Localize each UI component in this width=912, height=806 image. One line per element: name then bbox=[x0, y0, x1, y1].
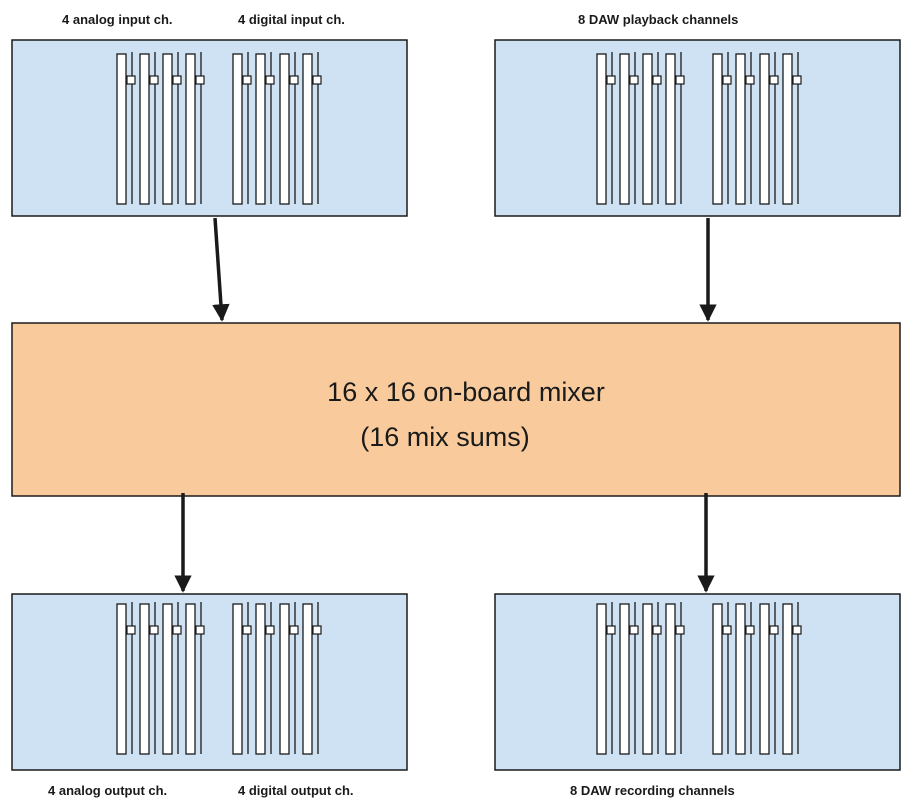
fader-slot bbox=[139, 53, 150, 205]
fader-slot bbox=[782, 53, 793, 205]
label-digital-output: 4 digital output ch. bbox=[238, 783, 354, 798]
fader-knob bbox=[629, 625, 639, 635]
fader-slot bbox=[642, 53, 653, 205]
daw-recording-box bbox=[494, 593, 901, 771]
fader-slot bbox=[665, 603, 676, 755]
fader-slot bbox=[116, 603, 127, 755]
fader-slot bbox=[279, 53, 290, 205]
fader-knob bbox=[606, 625, 616, 635]
fader-knob bbox=[745, 75, 755, 85]
fader-slot bbox=[759, 603, 770, 755]
fader-slot bbox=[596, 53, 607, 205]
fader-knob bbox=[312, 625, 322, 635]
daw-playback-box bbox=[494, 39, 901, 217]
playback-fader-bank bbox=[596, 52, 802, 205]
fader-slot bbox=[712, 603, 723, 755]
fader-slot bbox=[619, 53, 630, 205]
fader-knob bbox=[289, 625, 299, 635]
fader-knob bbox=[652, 625, 662, 635]
fader-slot bbox=[139, 603, 150, 755]
fader-slot bbox=[185, 53, 196, 205]
fader-slot bbox=[255, 603, 266, 755]
label-daw-recording: 8 DAW recording channels bbox=[570, 783, 735, 798]
arrow-inputs-to-mixer bbox=[212, 217, 230, 322]
fader-knob bbox=[265, 75, 275, 85]
fader-knob bbox=[126, 625, 136, 635]
fader-knob bbox=[265, 625, 275, 635]
fader-slot bbox=[782, 603, 793, 755]
fader-knob bbox=[769, 75, 779, 85]
fader-knob bbox=[792, 75, 802, 85]
mixer-title: 16 x 16 on-board mixer bbox=[327, 377, 605, 407]
label-digital-input: 4 digital input ch. bbox=[238, 12, 345, 27]
fader-slot bbox=[162, 603, 173, 755]
mixer-box bbox=[11, 322, 901, 497]
fader-knob bbox=[312, 75, 322, 85]
mixer-subtitle: (16 mix sums) bbox=[360, 422, 530, 452]
fader-knob bbox=[149, 625, 159, 635]
recording-fader-bank bbox=[596, 602, 802, 755]
fader-slot bbox=[665, 53, 676, 205]
fader-slot bbox=[232, 603, 243, 755]
fader-slot bbox=[759, 53, 770, 205]
fader-slot bbox=[185, 603, 196, 755]
fader-knob bbox=[745, 625, 755, 635]
fader-knob bbox=[629, 75, 639, 85]
fader-knob bbox=[172, 625, 182, 635]
fader-knob bbox=[792, 625, 802, 635]
label-analog-output: 4 analog output ch. bbox=[48, 783, 168, 798]
fader-slot bbox=[255, 53, 266, 205]
fader-knob bbox=[675, 75, 685, 85]
fader-slot bbox=[712, 53, 723, 205]
fader-knob bbox=[172, 75, 182, 85]
input-channels-box bbox=[11, 39, 408, 217]
fader-slot bbox=[279, 603, 290, 755]
fader-knob bbox=[195, 75, 205, 85]
fader-knob bbox=[149, 75, 159, 85]
fader-slot bbox=[302, 603, 313, 755]
fader-slot bbox=[232, 53, 243, 205]
fader-knob bbox=[242, 625, 252, 635]
fader-knob bbox=[675, 625, 685, 635]
label-daw-playback: 8 DAW playback channels bbox=[578, 12, 739, 27]
fader-knob bbox=[126, 75, 136, 85]
output-channels-box bbox=[11, 593, 408, 771]
fader-slot bbox=[302, 53, 313, 205]
fader-slot bbox=[162, 53, 173, 205]
label-analog-input: 4 analog input ch. bbox=[62, 12, 173, 27]
fader-knob bbox=[652, 75, 662, 85]
fader-knob bbox=[289, 75, 299, 85]
fader-slot bbox=[735, 53, 746, 205]
fader-knob bbox=[606, 75, 616, 85]
output-fader-bank bbox=[116, 602, 322, 755]
fader-slot bbox=[619, 603, 630, 755]
fader-knob bbox=[722, 75, 732, 85]
fader-knob bbox=[769, 625, 779, 635]
fader-knob bbox=[195, 625, 205, 635]
fader-slot bbox=[642, 603, 653, 755]
fader-slot bbox=[735, 603, 746, 755]
fader-knob bbox=[722, 625, 732, 635]
fader-knob bbox=[242, 75, 252, 85]
fader-slot bbox=[116, 53, 127, 205]
input-fader-bank bbox=[116, 52, 322, 205]
fader-slot bbox=[596, 603, 607, 755]
